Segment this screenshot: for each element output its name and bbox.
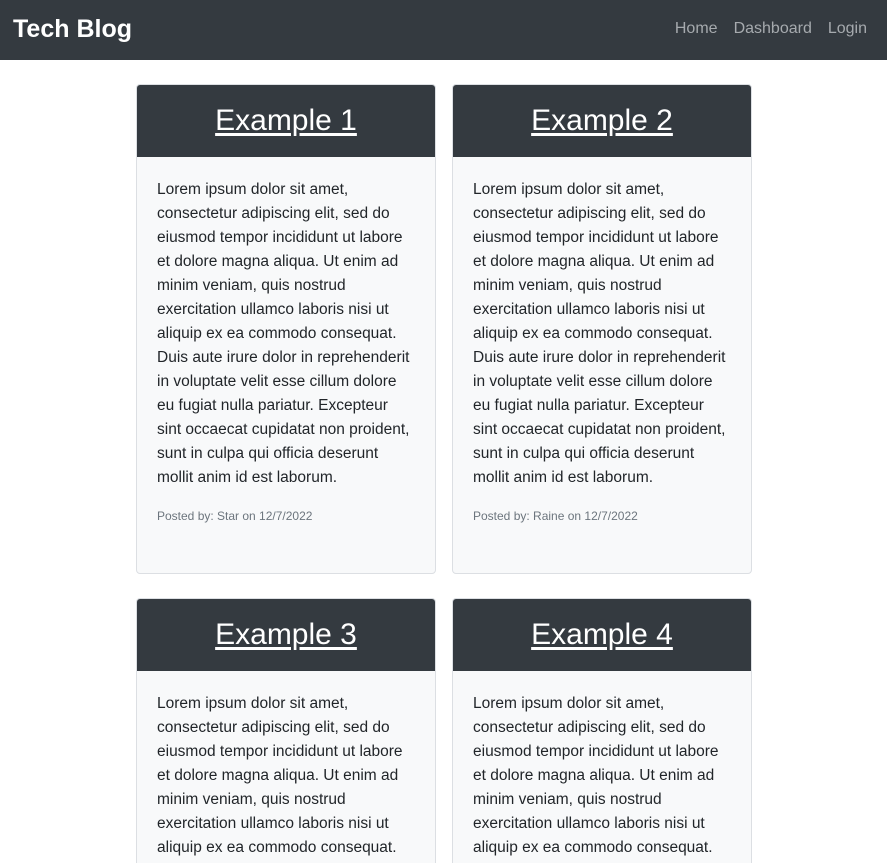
- brand-link[interactable]: Tech Blog: [13, 15, 132, 43]
- nav-link-home[interactable]: Home: [674, 20, 718, 37]
- nav-links: Home Dashboard Login: [675, 18, 867, 40]
- post-meta: Posted by: Raine on 12/7/2022: [473, 509, 638, 523]
- post-title-link[interactable]: Example 1: [215, 104, 357, 137]
- post-title-link[interactable]: Example 3: [215, 618, 357, 651]
- post-body-text: Lorem ipsum dolor sit amet, consectetur …: [157, 181, 410, 486]
- post-card-body: Lorem ipsum dolor sit amet, consectetur …: [137, 671, 435, 860]
- post-card-header: Example 1: [137, 85, 435, 157]
- post-card-header: Example 3: [137, 599, 435, 671]
- post-body-text: Lorem ipsum dolor sit amet, consectetur …: [473, 181, 726, 486]
- post-card: Example 3 Lorem ipsum dolor sit amet, co…: [136, 598, 436, 863]
- post-card: Example 2 Lorem ipsum dolor sit amet, co…: [452, 84, 752, 574]
- post-card-body: Lorem ipsum dolor sit amet, consectetur …: [453, 157, 751, 490]
- post-body-text: Lorem ipsum dolor sit amet, consectetur …: [157, 695, 403, 856]
- post-card: Example 1 Lorem ipsum dolor sit amet, co…: [136, 84, 436, 574]
- post-title-link[interactable]: Example 2: [531, 104, 673, 137]
- nav-link-login[interactable]: Login: [827, 20, 867, 37]
- post-body-text: Lorem ipsum dolor sit amet, consectetur …: [473, 695, 719, 856]
- post-card-body: Lorem ipsum dolor sit amet, consectetur …: [453, 671, 751, 860]
- post-title-link[interactable]: Example 4: [531, 618, 673, 651]
- post-card: Example 4 Lorem ipsum dolor sit amet, co…: [452, 598, 752, 863]
- post-meta: Posted by: Star on 12/7/2022: [157, 509, 313, 523]
- post-card-header: Example 4: [453, 599, 751, 671]
- nav-link-dashboard[interactable]: Dashboard: [733, 20, 812, 37]
- post-card-body: Lorem ipsum dolor sit amet, consectetur …: [137, 157, 435, 490]
- navbar: Tech Blog Home Dashboard Login: [0, 0, 887, 60]
- post-card-header: Example 2: [453, 85, 751, 157]
